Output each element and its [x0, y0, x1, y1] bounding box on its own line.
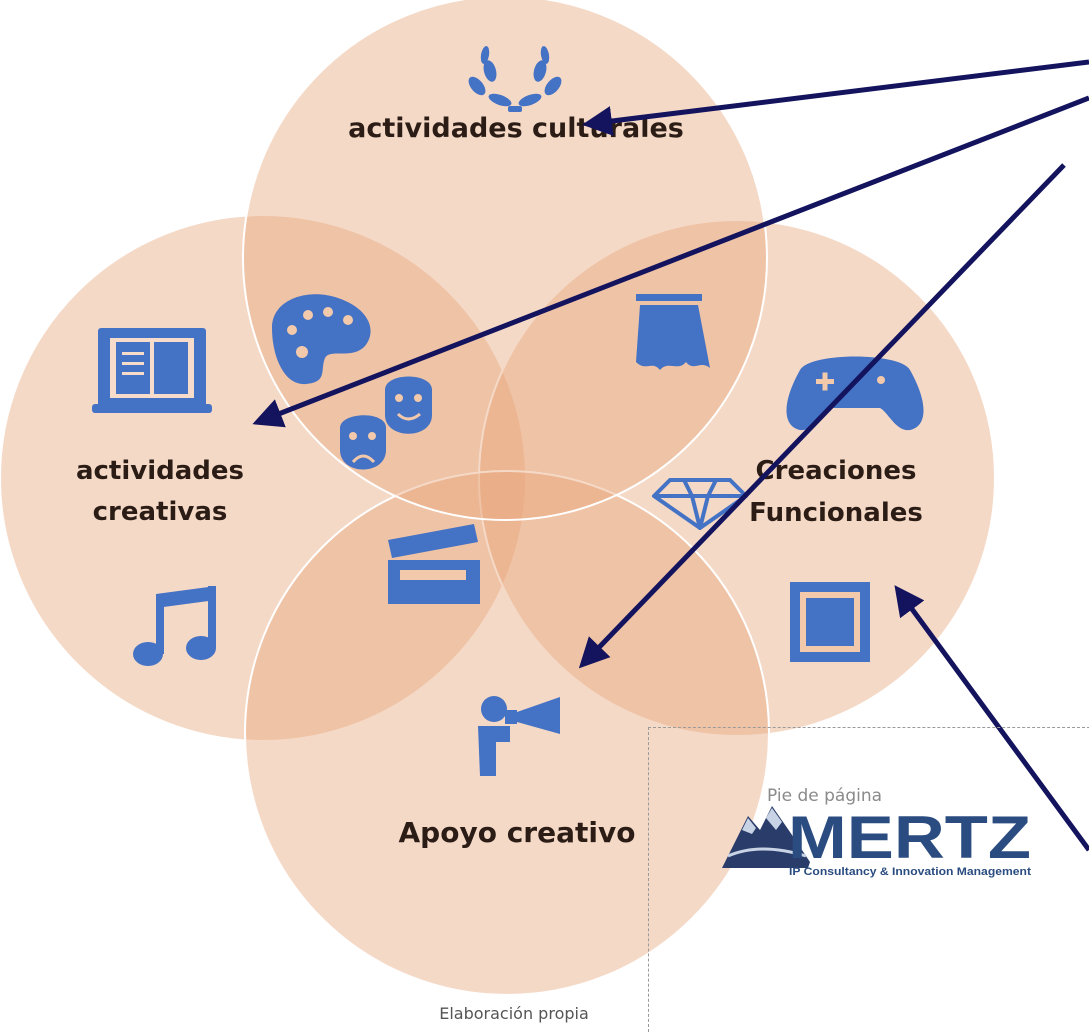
diamond-icon: [652, 478, 748, 530]
stamp-icon: [790, 582, 870, 662]
megaphone-person-icon: [478, 696, 560, 776]
footer-placeholder-text: Pie de página: [767, 786, 883, 806]
music-note-icon: [133, 586, 216, 666]
arrow-to-apoyo: [578, 163, 1066, 669]
mertz-logo: MERTZ IP Consultancy & Innovation Manage…: [722, 804, 1031, 878]
circle-actividades-culturales: [242, 0, 768, 521]
gamepad-icon: [786, 356, 924, 431]
logo-tagline: IP Consultancy & Innovation Management: [789, 866, 1031, 878]
label-creaciones-funcionales-2: Funcionales: [749, 498, 923, 528]
laurel-wreath-icon: [468, 46, 562, 112]
caption-elaboracion-propia: Elaboración propia: [439, 1004, 589, 1023]
label-creaciones-funcionales-1: Creaciones: [756, 456, 917, 486]
curtain-icon: [636, 294, 710, 370]
book-icon: [92, 328, 212, 413]
label-actividades-creativas-2: creativas: [93, 497, 228, 527]
theater-masks-icon: [340, 376, 432, 470]
arrow-to-funcionales: [894, 585, 1089, 852]
logo-name: MERTZ: [788, 804, 1031, 871]
clapperboard-icon: [388, 524, 480, 604]
label-apoyo-creativo: Apoyo creativo: [399, 816, 636, 849]
arrows: [252, 59, 1089, 852]
arrow-to-creativas: [252, 95, 1089, 428]
footer-placeholder-box[interactable]: [648, 727, 1089, 1032]
palette-icon: [272, 294, 371, 385]
label-actividades-creativas-1: actividades: [76, 456, 244, 486]
arrow-to-culturales: [582, 59, 1089, 136]
